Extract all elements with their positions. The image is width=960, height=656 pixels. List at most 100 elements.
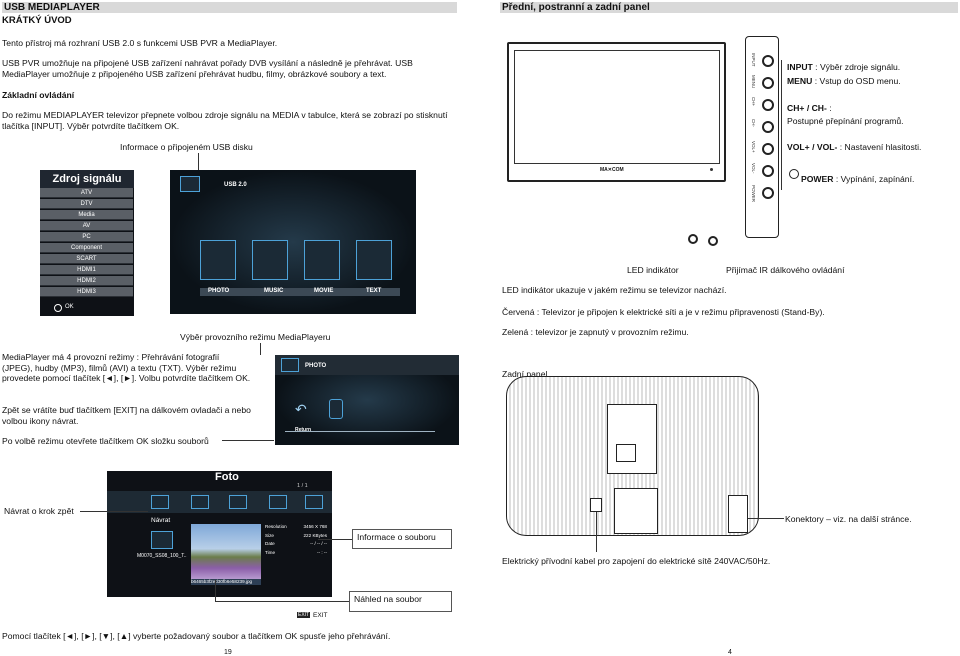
file-info-key: Time — [265, 550, 276, 556]
file-info-value: -- : -- — [317, 550, 327, 556]
preview-pointer-h — [215, 601, 349, 602]
file-info-value: 222 KBytes — [303, 532, 328, 538]
side-button-label: VOL- — [751, 163, 756, 174]
thumb-4 — [269, 495, 287, 509]
led-dot-icon — [710, 168, 713, 171]
exit-paragraph: Zpět se vrátíte buď tlačítkem [EXIT] na … — [2, 405, 251, 426]
file-thumb-icon — [151, 531, 173, 549]
ir-label: Přijímač IR dálkového ovládání — [726, 265, 845, 275]
connectors-label: Konektory – viz. na další stránce. — [785, 514, 912, 524]
callout-back: Návrat o krok zpět — [0, 504, 78, 519]
photo-label: PHOTO — [305, 363, 327, 369]
led-paragraph-3: Zelená : televizor je zapnutý v provozní… — [502, 327, 689, 337]
source-item-hdmi3[interactable]: HDMI3 — [40, 287, 133, 297]
return-label: Return — [295, 427, 312, 433]
section-basic-heading: Základní ovládání — [2, 90, 75, 100]
right-header-title: Přední, postranní a zadní panel — [502, 2, 650, 13]
back-stand-mount — [614, 488, 658, 534]
led-label: LED indikátor — [627, 265, 679, 275]
legend-row: Postupné přepínání programů. — [787, 116, 904, 127]
source-item-scart[interactable]: SCART — [40, 254, 133, 264]
led-pointer-circle — [688, 234, 698, 244]
preview-image — [191, 524, 261, 579]
tv-front-frame — [507, 42, 726, 182]
side-button-label: MENU — [751, 75, 756, 89]
source-item-pc[interactable]: PC — [40, 232, 133, 242]
pvr-paragraph: USB PVR umožňuje na připojené USB zaříze… — [2, 58, 413, 79]
left-subheader: KRÁTKÝ ÚVOD — [2, 15, 72, 26]
right-header: Přední, postranní a zadní panel — [500, 2, 958, 13]
exit-key-label: EXIT — [313, 612, 328, 619]
power-icon — [789, 169, 799, 179]
file-info-value: -- / -- / -- — [310, 541, 327, 547]
legend-key: CH+ / CH- — [787, 103, 827, 113]
thumb-1 — [151, 495, 169, 509]
tab-movie: MOVIE — [314, 288, 334, 294]
file-info-key: Resolution — [265, 524, 287, 529]
intro-paragraph: Tento přístroj má rozhraní USB 2.0 s fun… — [2, 38, 278, 48]
mediaplayer-paragraph: Do režimu MEDIAPLAYER televizor přepnete… — [2, 110, 448, 131]
tv-brand: MA✕COM — [600, 167, 624, 173]
legend-row: CH+ / CH- : — [787, 103, 832, 114]
return-arrow-icon: ↶ — [295, 401, 307, 417]
legend-desc: : Výběr zdroje signálu. — [812, 62, 901, 72]
thumb-5 — [305, 495, 323, 509]
side-button-power[interactable] — [762, 187, 774, 199]
file-name: M0070_SS08_100_T.. — [137, 553, 187, 559]
photo-mode-icon — [200, 240, 236, 280]
side-button-ch-minus[interactable] — [762, 121, 774, 133]
left-header: USB MEDIAPLAYER — [2, 2, 457, 13]
legend-desc: : Vstup do OSD menu. — [812, 76, 901, 86]
ok-icon — [54, 304, 62, 312]
usb-drive-icon — [180, 176, 200, 192]
source-item-media[interactable]: Media — [40, 210, 133, 220]
legend-key: POWER — [801, 174, 834, 184]
legend-row: MENU : Vstup do OSD menu. — [787, 76, 901, 87]
power-cable-label: Elektrický přívodní kabel pro zapojení d… — [502, 556, 771, 566]
side-button-label: POWER — [751, 185, 756, 203]
side-button-vol-minusplus[interactable] — [762, 143, 774, 155]
mode-caption-pointer — [260, 343, 261, 355]
side-button-vol-minus[interactable] — [762, 165, 774, 177]
side-button-label: INPUT — [751, 53, 756, 67]
music-mode-icon — [252, 240, 288, 280]
led-paragraph-1: LED indikátor ukazuje v jakém režimu se … — [502, 285, 727, 295]
power-socket-icon — [590, 498, 602, 512]
source-item-hdmi1[interactable]: HDMI1 — [40, 265, 133, 275]
file-info-row: Date-- / -- / -- — [265, 541, 327, 547]
legend-row: VOL+ / VOL- : Nastavení hlasitosti. — [787, 142, 921, 153]
source-item-component[interactable]: Component — [40, 243, 133, 253]
source-item-hdmi2[interactable]: HDMI2 — [40, 276, 133, 286]
side-button-menu[interactable] — [762, 77, 774, 89]
folder-paragraph: Po volbě režimu otevřete tlačítkem OK sl… — [2, 436, 209, 446]
photo-scrollbar — [285, 431, 435, 432]
source-item-av[interactable]: AV — [40, 221, 133, 231]
back-connectors-panel — [728, 495, 748, 533]
ok-label: OK — [65, 304, 74, 310]
legend-desc: : — [826, 103, 832, 113]
photo-header-bar — [275, 355, 459, 375]
source-item-dtv[interactable]: DTV — [40, 199, 133, 209]
source-item-atv[interactable]: ATV — [40, 188, 133, 198]
led-paragraph-2: Červená : Televizor je připojen k elektr… — [502, 307, 825, 317]
photo-icon — [281, 358, 299, 372]
legend-row: POWER : Vypínání, zapínání. — [801, 174, 914, 185]
back-center-module — [607, 404, 657, 474]
ir-pointer-circle — [708, 236, 718, 246]
callout-info: Informace o souboru — [352, 529, 452, 549]
back-connector-block — [616, 444, 636, 462]
side-button-input[interactable] — [762, 55, 774, 67]
foto-page: 1 / 1 — [297, 483, 308, 489]
preview-caption: b6465b3f2ed30fb6e58239.jpg — [191, 579, 261, 585]
photo-folder-screen: PHOTO ↶ Return — [275, 355, 459, 445]
legend-desc: : Vypínání, zapínání. — [833, 174, 915, 184]
side-button-ch-minusplus[interactable] — [762, 99, 774, 111]
back-panel-label: Zadní panel — [502, 369, 548, 379]
connectors-pointer — [748, 518, 784, 519]
right-page-number: 4 — [728, 649, 732, 656]
legend-key: INPUT — [787, 62, 813, 72]
file-info-row: Time -- : -- — [265, 550, 327, 556]
text-mode-icon — [356, 240, 392, 280]
